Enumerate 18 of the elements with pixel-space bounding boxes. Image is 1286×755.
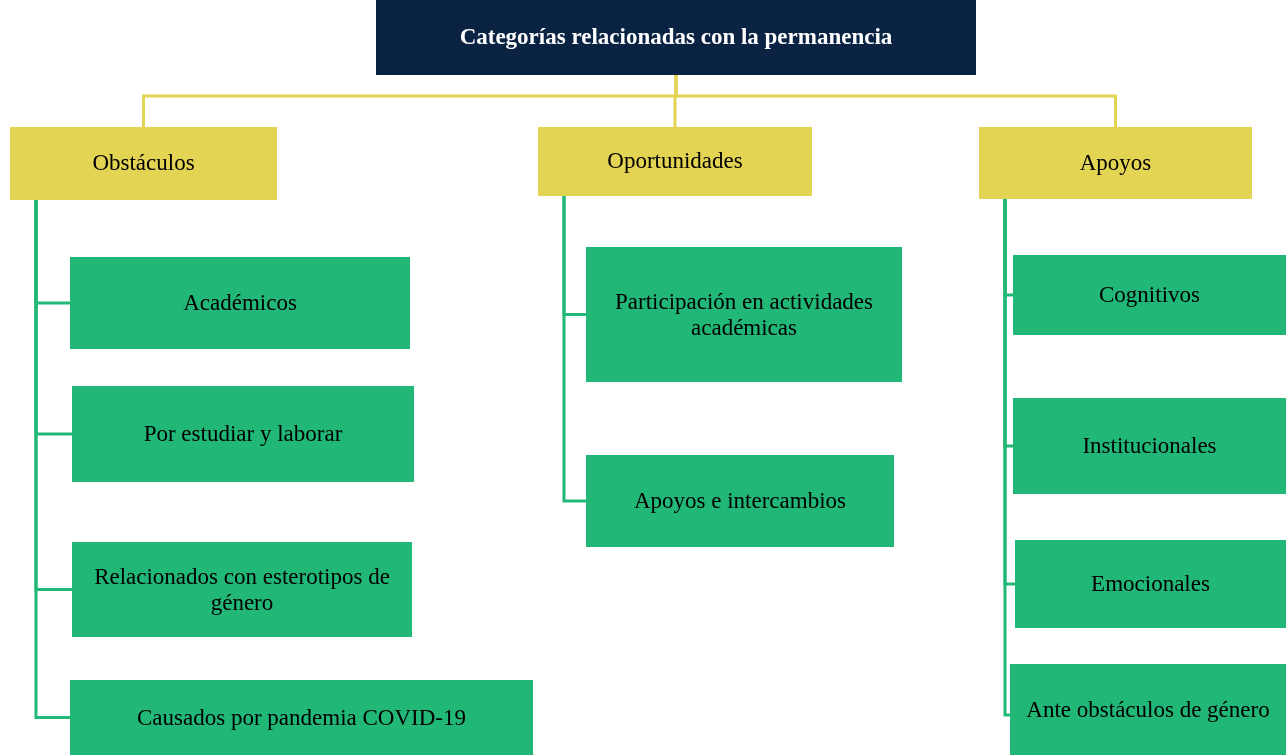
subcategory-box: Por estudiar y laborar bbox=[72, 386, 414, 482]
subcategory-box: Emocionales bbox=[1015, 540, 1286, 628]
subcategory-box: Apoyos e intercambios bbox=[586, 455, 894, 547]
subcategory-box: Académicos bbox=[70, 257, 410, 349]
subcategory-box: Cognitivos bbox=[1013, 255, 1286, 335]
title-box: Categorías relacionadas con la permanencia bbox=[376, 0, 976, 75]
category-box: Apoyos bbox=[979, 127, 1252, 199]
category-box: Oportunidades bbox=[538, 127, 812, 196]
subcategory-box: Causados por pandemia COVID-19 bbox=[70, 680, 533, 755]
subcategory-box: Participación en actividades académicas bbox=[586, 247, 902, 382]
category-box: Obstáculos bbox=[10, 127, 277, 200]
connector-line bbox=[1003, 199, 1011, 717]
subcategory-box: Institucionales bbox=[1013, 398, 1286, 494]
subcategory-box: Ante obstáculos de género bbox=[1010, 664, 1286, 755]
connector-line bbox=[562, 196, 586, 503]
connector-line bbox=[674, 75, 1117, 127]
subcategory-box: Relacionados con esterotipos de género bbox=[72, 542, 412, 637]
connector-line bbox=[34, 200, 70, 719]
